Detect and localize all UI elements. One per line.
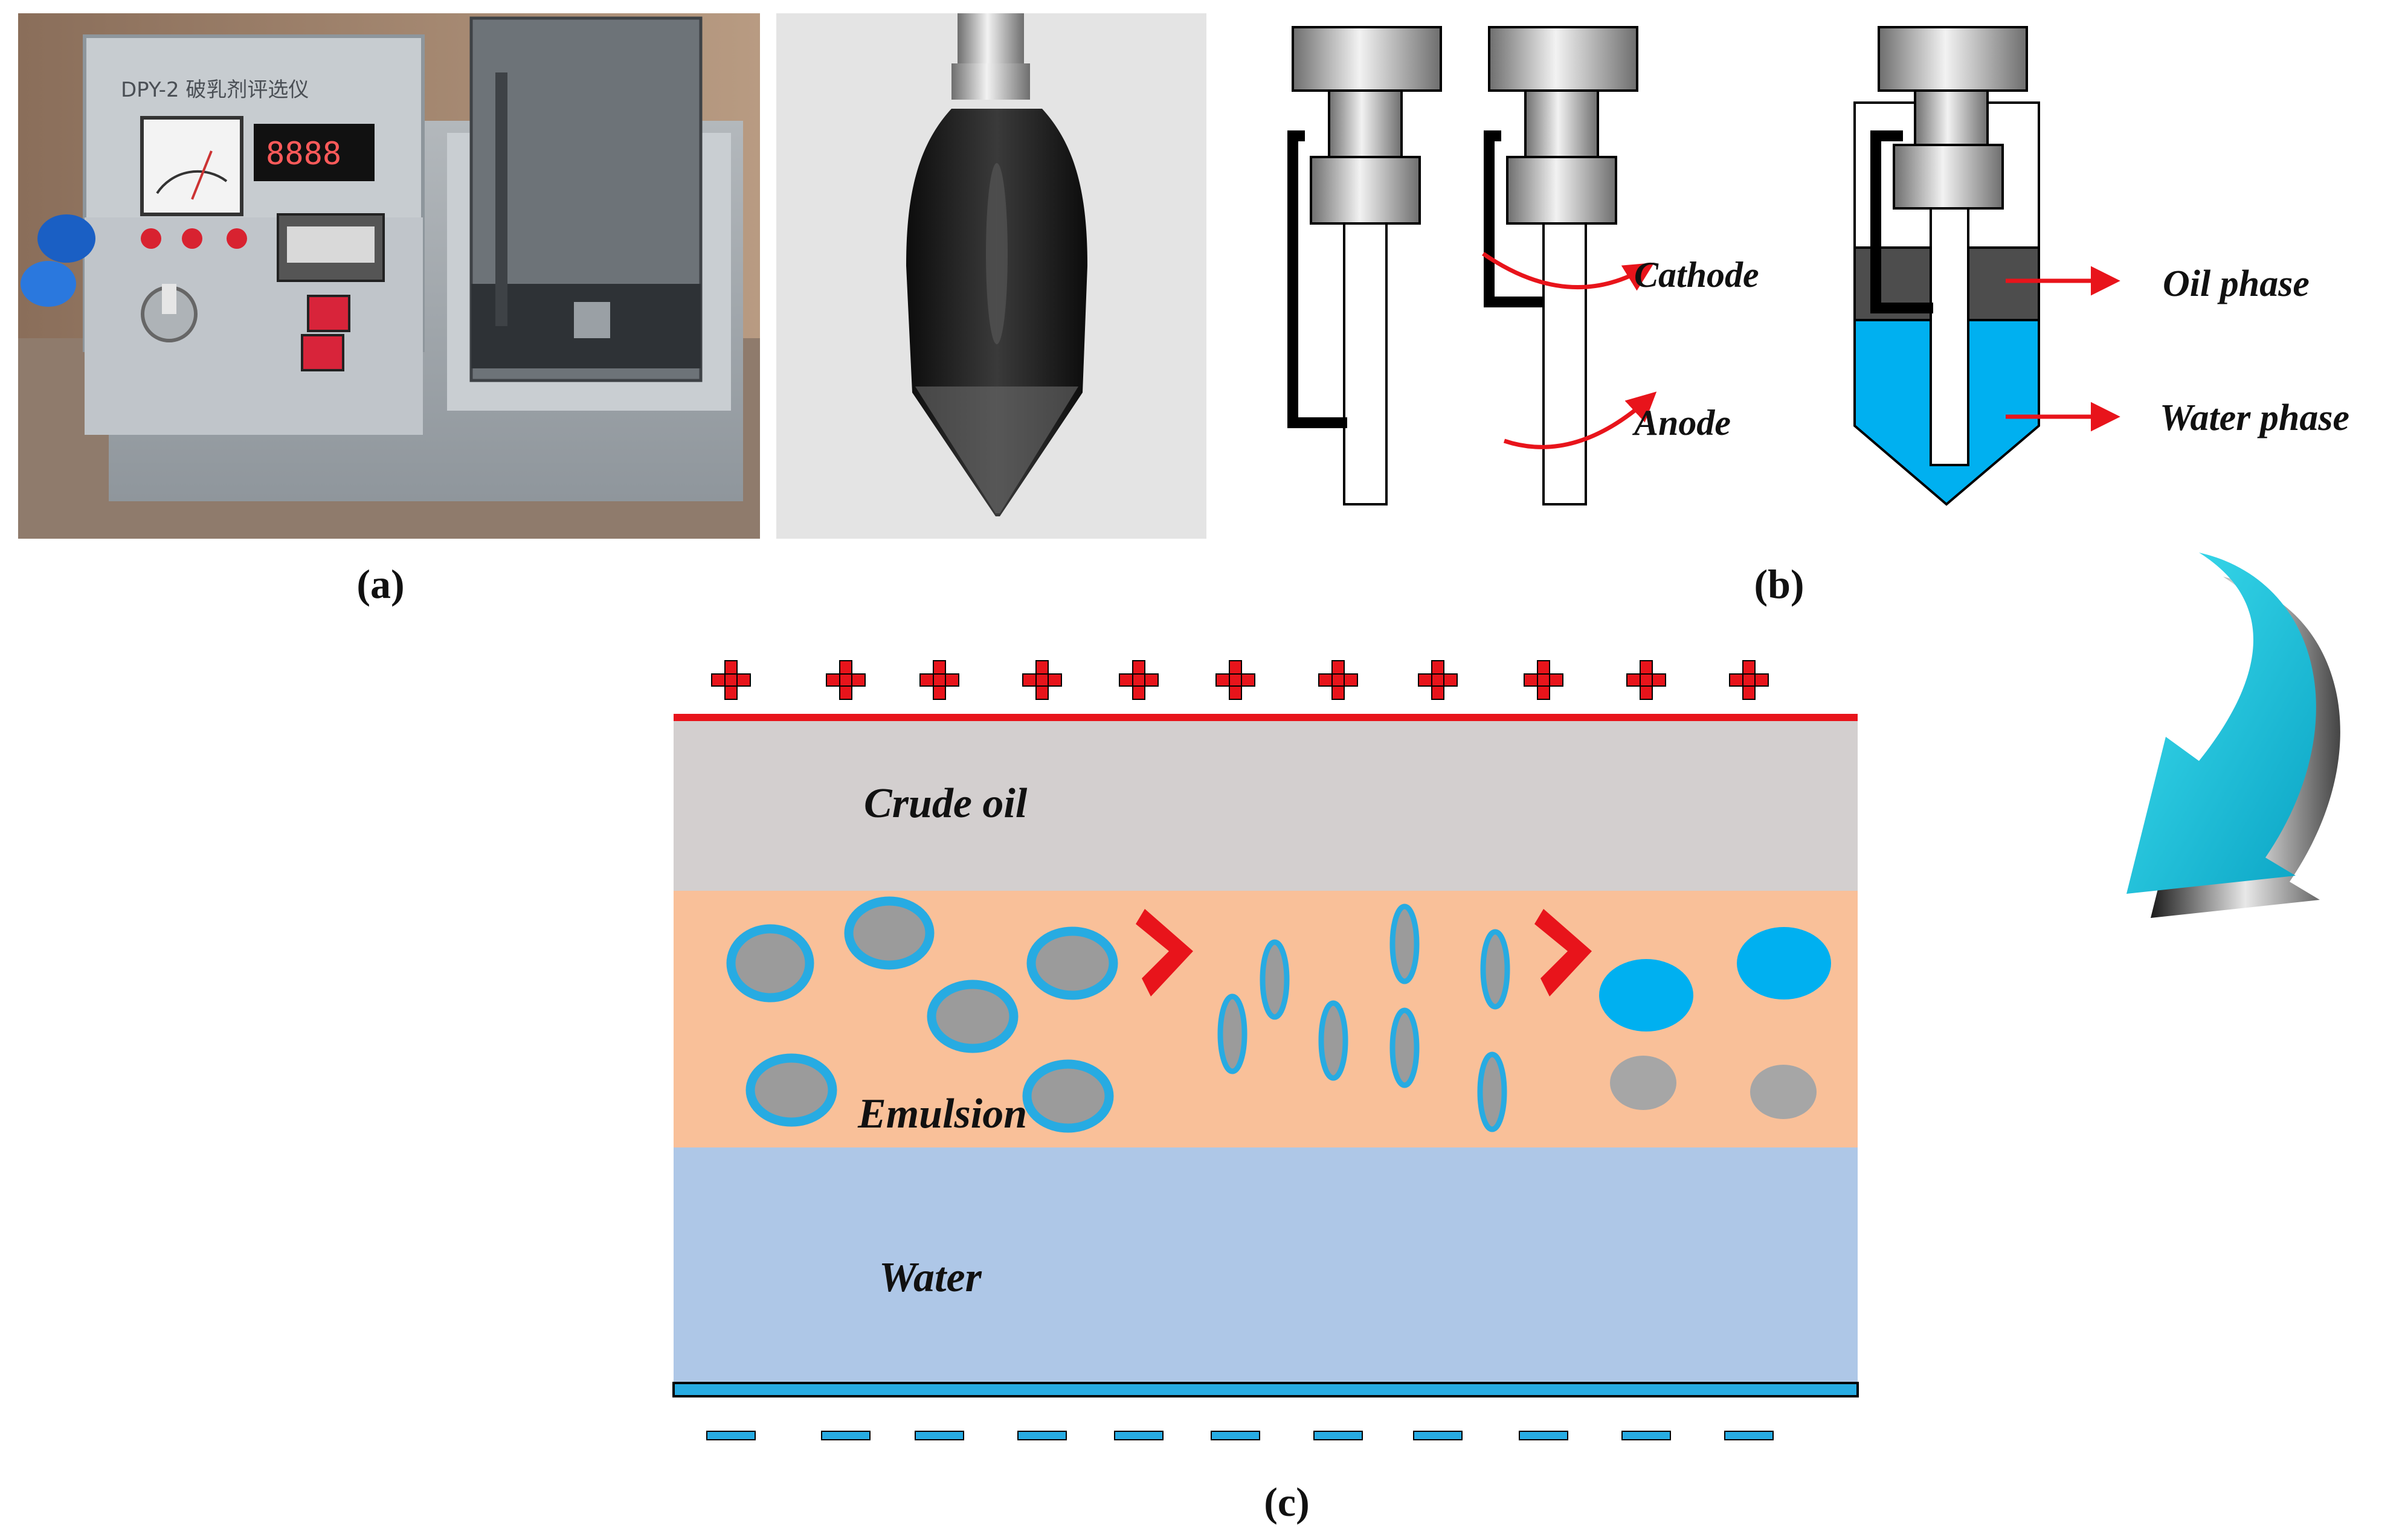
droplet — [1477, 1051, 1507, 1132]
droplet — [1022, 1059, 1114, 1133]
panel-label-c: (c) — [1264, 1479, 1309, 1525]
plus-sign-icon — [1626, 660, 1666, 700]
separated-droplets — [1599, 927, 1831, 1119]
anode-label: Anode — [1632, 403, 1731, 443]
panel-label-b: (b) — [1754, 561, 1804, 607]
negative-electrode-plate — [672, 1382, 1859, 1397]
bottle-cap-icon — [21, 261, 76, 307]
cathode-lead — [1287, 130, 1347, 428]
polarized-droplets — [1217, 903, 1510, 1132]
droplet — [1318, 1000, 1348, 1081]
oil-droplet — [1610, 1056, 1676, 1110]
droplet — [726, 924, 814, 1003]
photo-bottle — [776, 13, 1206, 539]
droplet — [844, 896, 935, 970]
bottle-cap-icon — [37, 214, 95, 263]
droplet — [1260, 939, 1290, 1020]
layer-diagram: Crude oil Emulsion Water — [672, 660, 1859, 1440]
transition-arrow-icon — [2126, 553, 2340, 918]
plus-sign-icon — [1729, 660, 1769, 700]
indicator-light-3-icon — [227, 228, 247, 249]
crude-oil-label: Crude oil — [864, 780, 1028, 827]
minus-sign-icon — [821, 1431, 871, 1440]
minus-sign-icon — [706, 1431, 756, 1440]
droplet — [1026, 926, 1118, 1000]
electrode-assembly-2: Cathode Anode — [1482, 26, 1759, 505]
plus-sign-icon — [1215, 660, 1255, 700]
water-droplet — [1599, 959, 1693, 1031]
positive-electrode-plate — [674, 714, 1858, 721]
cathode-arrow — [1482, 252, 1655, 291]
droplet — [1389, 1007, 1420, 1088]
panel-label-a: (a) — [356, 561, 404, 607]
stage-chevron-1-icon — [1136, 909, 1193, 996]
electrode-assembly-1 — [1287, 26, 1442, 505]
minus-sign-icon — [1211, 1431, 1260, 1440]
instrument-title: DPY-2 破乳剂评选仪 — [121, 78, 309, 102]
digital-display — [254, 124, 375, 181]
plus-sign-icon — [826, 660, 866, 700]
minus-sign-icon — [1724, 1431, 1774, 1440]
plus-sign-icon — [1318, 660, 1358, 700]
minus-sign-icon — [1519, 1431, 1568, 1440]
emulsified-droplets — [726, 896, 1118, 1133]
minus-sign-icon — [1114, 1431, 1164, 1440]
minus-sign-icon — [1313, 1431, 1363, 1440]
display-readout: 8888 — [266, 136, 341, 172]
water-layer — [674, 1147, 1858, 1383]
anode-arrow — [1503, 391, 1657, 449]
photo-instrument: DPY-2 破乳剂评选仪 8888 — [18, 13, 760, 539]
plus-sign-icon — [919, 660, 959, 700]
power-switch-2-icon — [301, 334, 344, 371]
droplet — [1217, 993, 1247, 1074]
indicator-light-1-icon — [141, 228, 161, 249]
plus-sign-icon — [1119, 660, 1159, 700]
minus-sign-icon — [1621, 1431, 1671, 1440]
plus-sign-icon — [1524, 660, 1563, 700]
water-droplet — [1737, 927, 1831, 999]
oil-phase-label: Oil phase — [2163, 263, 2310, 304]
stage-chevron-2-icon — [1534, 909, 1592, 996]
droplet — [927, 980, 1019, 1053]
droplet — [1480, 929, 1510, 1010]
water-label: Water — [879, 1254, 982, 1301]
minus-sign-icon — [915, 1431, 964, 1440]
negative-charges — [706, 1431, 1774, 1440]
emulsion-label: Emulsion — [857, 1091, 1027, 1137]
power-switch-1-icon — [307, 295, 350, 332]
analog-meter-icon — [140, 116, 243, 216]
test-cell: Oil phase Water phase — [1853, 26, 2349, 506]
plus-sign-icon — [1022, 660, 1062, 700]
minus-sign-icon — [1017, 1431, 1067, 1440]
crude-oil-layer — [674, 719, 1858, 891]
plus-sign-icon — [711, 660, 751, 700]
oil-droplet — [1750, 1065, 1817, 1119]
minus-sign-icon — [1413, 1431, 1463, 1440]
cathode-label: Cathode — [1634, 255, 1759, 295]
droplet — [1389, 903, 1420, 984]
indicator-light-2-icon — [182, 228, 202, 249]
water-phase-label: Water phase — [2160, 397, 2349, 438]
plus-sign-icon — [1418, 660, 1458, 700]
positive-charges — [711, 660, 1769, 700]
droplet — [745, 1053, 837, 1127]
